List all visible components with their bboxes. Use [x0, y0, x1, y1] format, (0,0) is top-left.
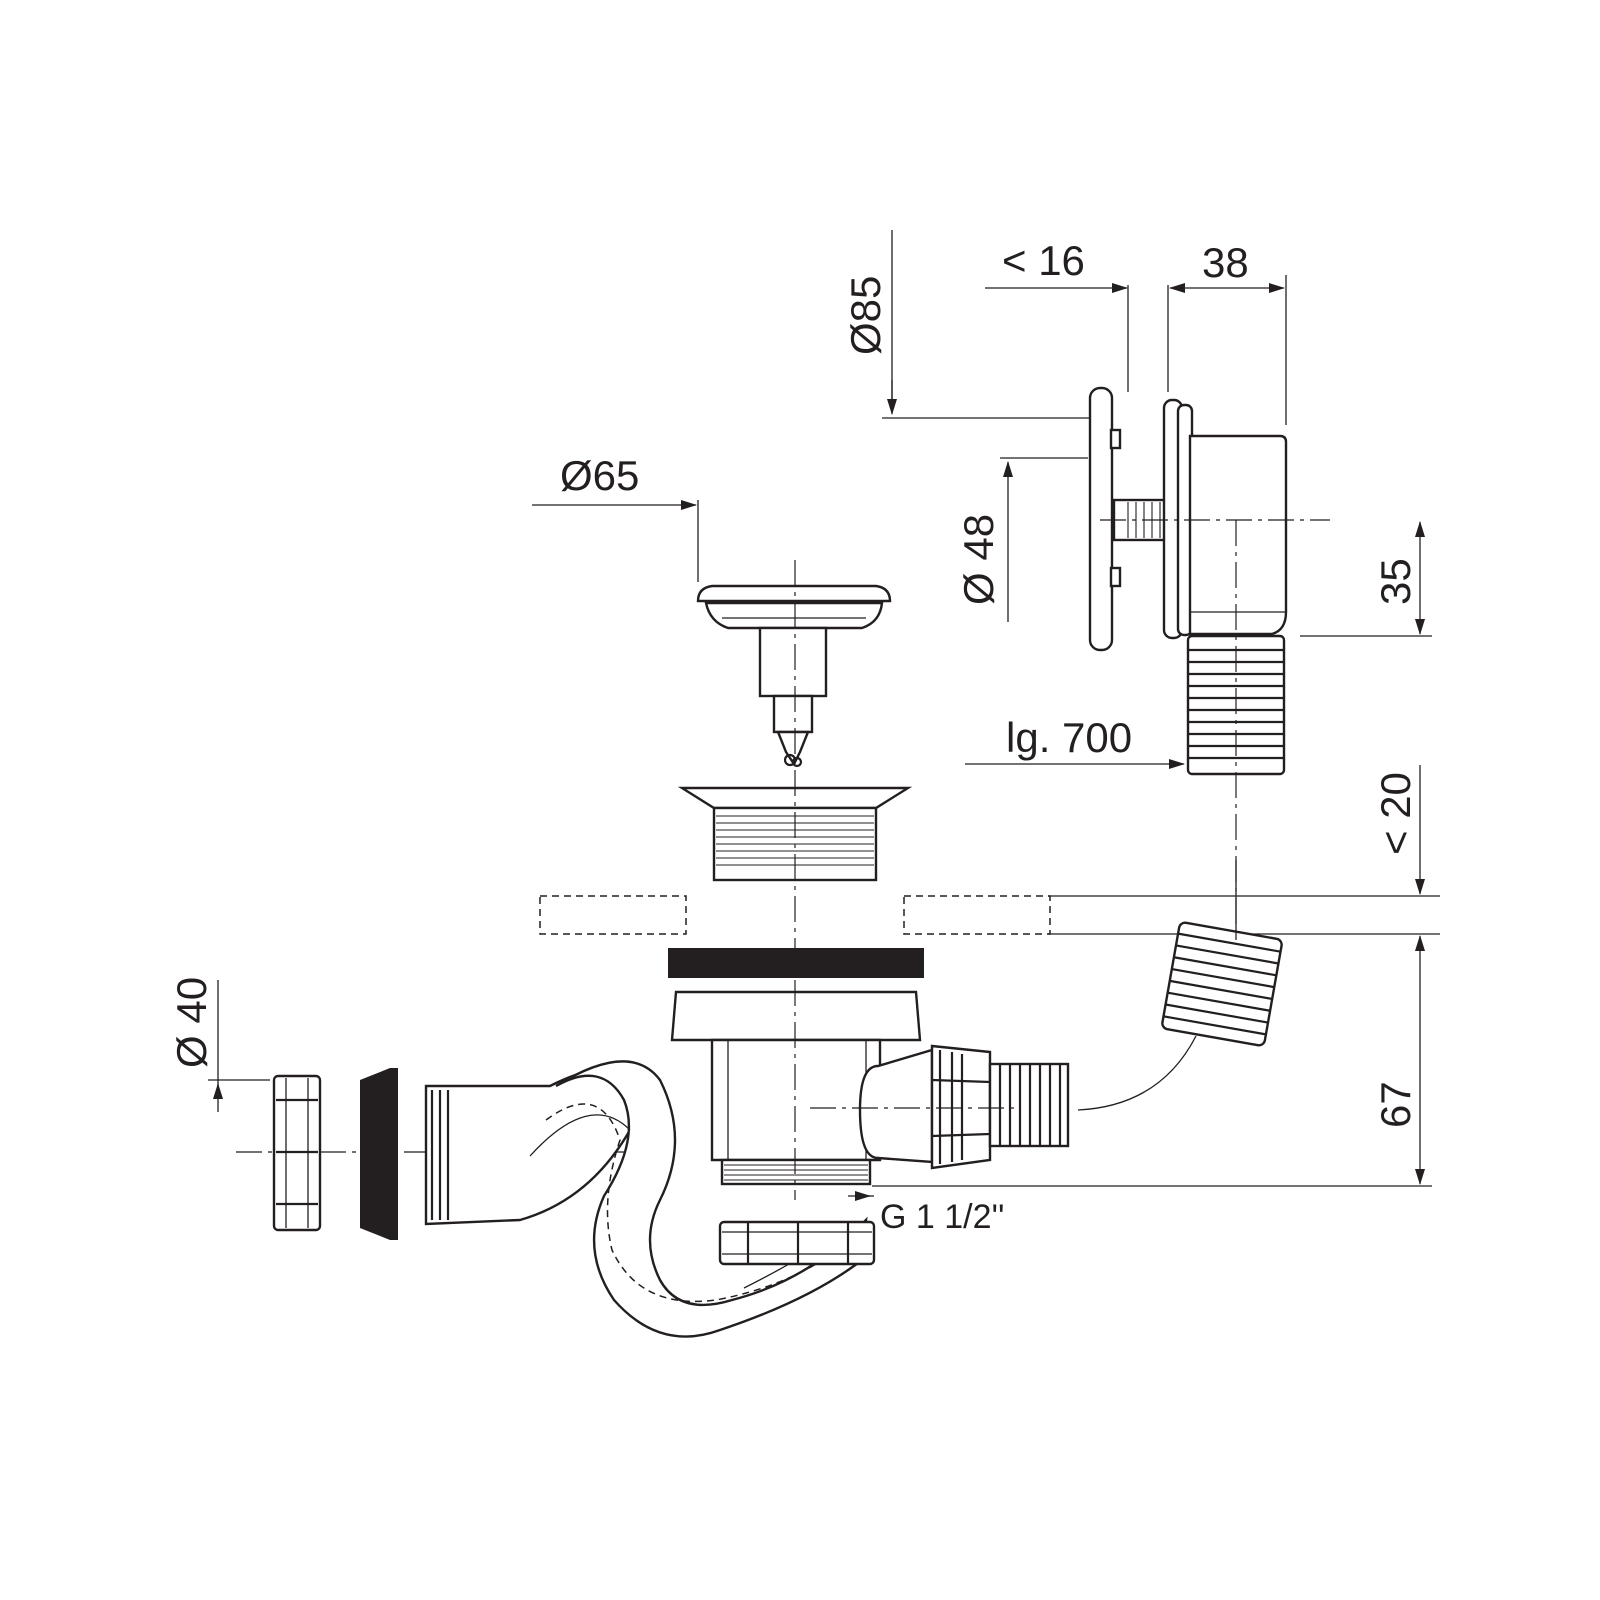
trap-connection-nut	[718, 1220, 876, 1266]
overflow-body	[1188, 434, 1288, 636]
dimension-d65: Ø65	[532, 452, 699, 582]
drain-body	[670, 990, 922, 1186]
overflow-hose-end	[1161, 921, 1283, 1047]
trap-outlet-pipe	[424, 1069, 633, 1226]
dimension-d48: Ø 48	[955, 457, 1088, 622]
dimension-35: 35	[1300, 521, 1432, 637]
dimension-67: 67	[872, 935, 1432, 1187]
dim-label-38: 38	[1202, 239, 1249, 286]
overflow-inlet-nut	[858, 1044, 1070, 1170]
outlet-cone-gasket	[360, 1068, 398, 1240]
dimension-thread: G 1 1/2''	[848, 1191, 1005, 1236]
dim-label-67: 67	[1372, 1081, 1419, 1128]
dim-label-lt20: < 20	[1372, 772, 1419, 855]
dimension-lt20: < 20	[1048, 765, 1440, 935]
dim-label-lt16: < 16	[1002, 237, 1085, 284]
bath-wall-section	[539, 895, 1051, 935]
dim-label-d40: Ø 40	[168, 977, 215, 1068]
dimension-d40: Ø 40	[168, 977, 270, 1112]
plug-stem	[758, 626, 828, 698]
dimension-d85: Ø85	[842, 230, 1090, 419]
dimension-lt16-38: < 16 38	[985, 237, 1287, 425]
plug-cap	[696, 584, 892, 603]
dim-label-d65: Ø65	[560, 452, 639, 499]
overflow-assembly	[1088, 386, 1330, 940]
outlet-nut	[272, 1074, 322, 1232]
dim-label-thread: G 1 1/2''	[880, 1198, 1005, 1236]
sealing-gasket	[668, 948, 924, 978]
plug-dome	[704, 601, 884, 630]
clip-top	[1109, 428, 1122, 450]
clip-bottom	[1109, 566, 1122, 588]
dim-label-d48: Ø 48	[955, 514, 1002, 605]
overflow-hose-centerline	[1077, 860, 1237, 1111]
dim-label-d85: Ø85	[842, 276, 889, 355]
overflow-rosette-plate	[1088, 386, 1114, 652]
bottle-trap	[424, 1060, 876, 1338]
dim-label-hose-length: lg. 700	[1006, 714, 1132, 761]
dimension-hose-length: lg. 700	[965, 714, 1185, 769]
plug-stopper	[696, 584, 892, 768]
dim-label-35: 35	[1372, 558, 1419, 605]
